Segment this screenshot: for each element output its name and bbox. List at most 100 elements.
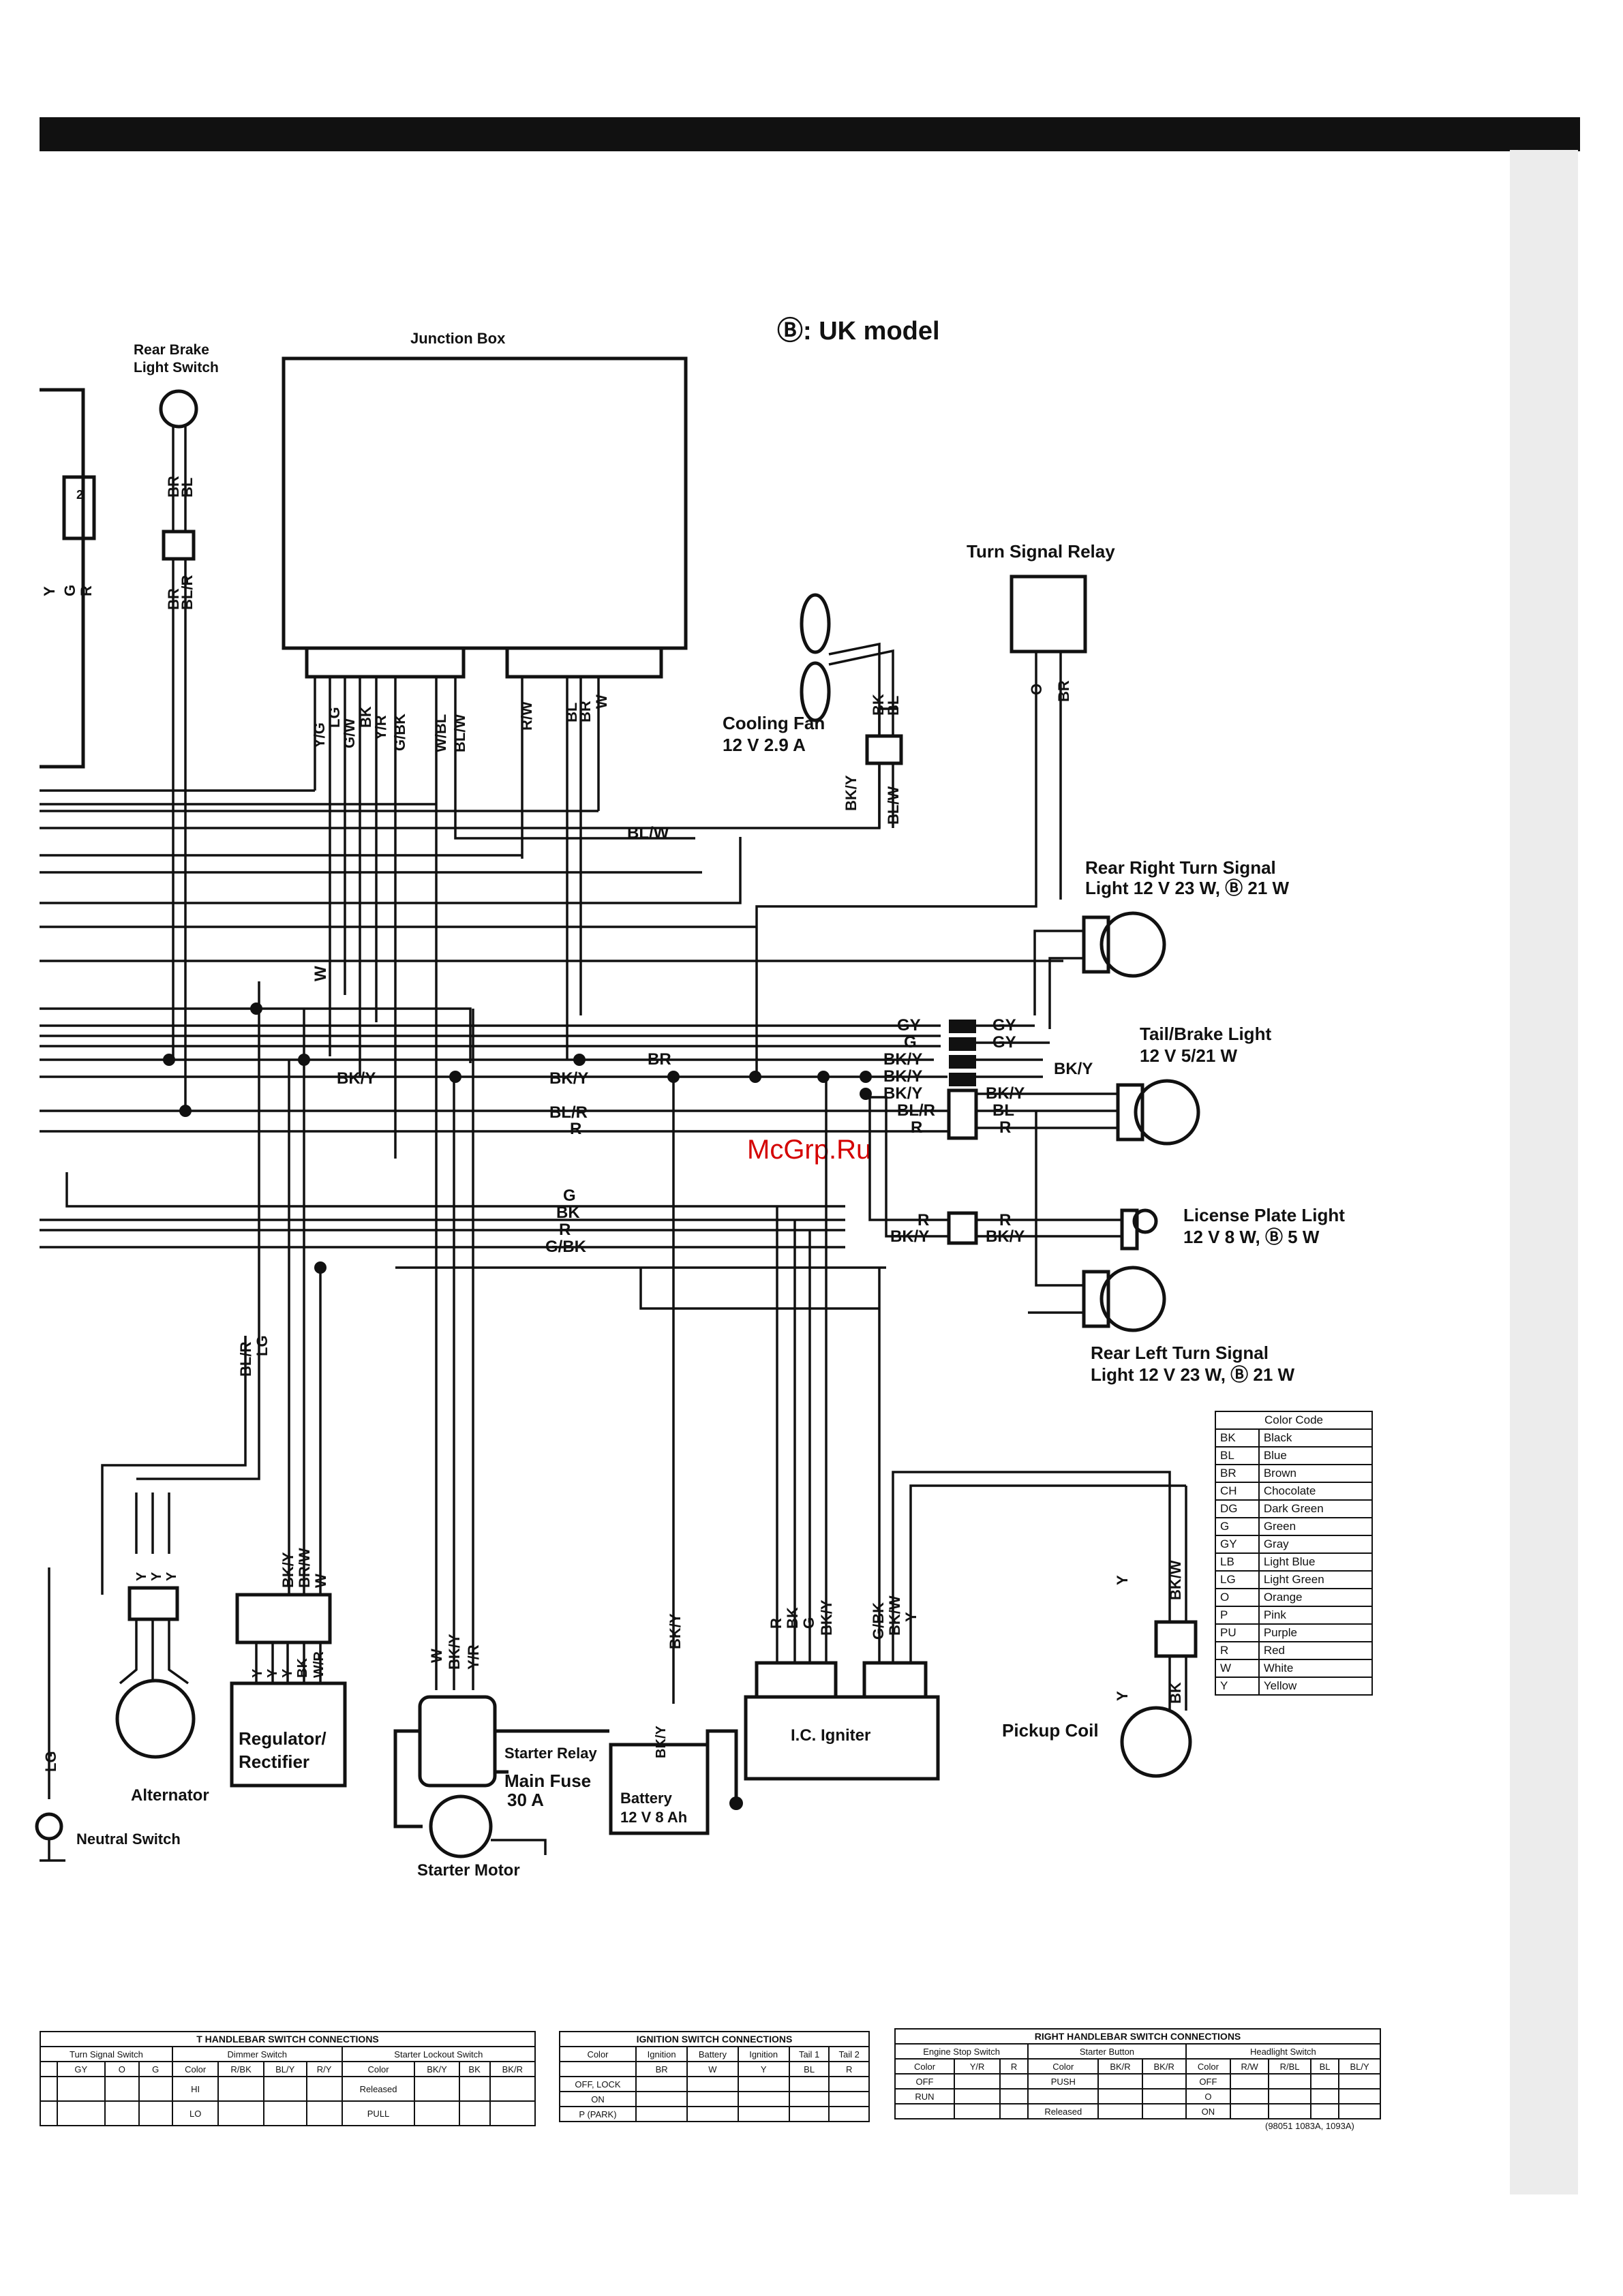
tail-brake-label-2: 12 V 5/21 W: [1140, 1045, 1238, 1066]
main-fuse-label-2: 30 A: [507, 1790, 544, 1810]
svg-text:BL/R: BL/R: [549, 1103, 588, 1122]
svg-text:Y: Y: [134, 1572, 149, 1581]
bl-w-label: BL/W: [627, 824, 669, 842]
turn-signal-relay: [1010, 575, 1087, 654]
svg-text:G/BK: G/BK: [870, 1602, 887, 1640]
table-note: (98051 1083A, 1093A): [1265, 2121, 1354, 2131]
svg-text:G: G: [61, 585, 78, 596]
left-handlebar-table: T HANDLEBAR SWITCH CONNECTIONS Turn Sign…: [40, 2031, 536, 2126]
svg-text:R: R: [768, 1618, 785, 1629]
rear-brake-connector: [162, 530, 196, 561]
color-code-name: Red: [1258, 1641, 1374, 1660]
svg-text:LG: LG: [42, 1751, 59, 1772]
ignition-title: IGNITION SWITCH CONNECTIONS: [559, 2031, 870, 2047]
svg-text:BK/W: BK/W: [886, 1595, 903, 1636]
cooling-fan-label-2: 12 V 2.9 A: [723, 735, 806, 755]
rear-left-turn-label-1: Rear Left Turn Signal: [1091, 1343, 1269, 1363]
svg-text:BK/Y: BK/Y: [883, 1050, 922, 1069]
color-code-abbr: BK: [1215, 1428, 1260, 1448]
pickup-coil-label: Pickup Coil: [1002, 1720, 1099, 1741]
rear-brake-label-2: Light Switch: [134, 360, 219, 376]
svg-text:R: R: [559, 1221, 571, 1239]
ignition-table: IGNITION SWITCH CONNECTIONS Color Igniti…: [559, 2031, 870, 2122]
svg-text:Y: Y: [902, 1612, 920, 1622]
svg-text:G: G: [904, 1033, 917, 1052]
regulator-label-1: Regulator/: [239, 1728, 327, 1749]
license-plate-label-1: License Plate Light: [1183, 1205, 1345, 1225]
svg-text:BL/R: BL/R: [179, 575, 196, 610]
svg-text:G/BK: G/BK: [545, 1238, 587, 1256]
color-code-name: Gray: [1258, 1535, 1374, 1554]
color-code-abbr: GY: [1215, 1535, 1260, 1554]
watermark: McGrp.Ru: [747, 1135, 871, 1165]
color-code-abbr: BR: [1215, 1464, 1260, 1483]
color-code-abbr: G: [1215, 1517, 1260, 1536]
svg-text:BK/Y: BK/Y: [883, 1084, 922, 1103]
junction-box: [282, 356, 688, 650]
color-code-abbr: W: [1215, 1659, 1260, 1678]
svg-text:Y: Y: [280, 1668, 295, 1678]
svg-text:BK/Y: BK/Y: [1054, 1060, 1093, 1078]
svg-text:R: R: [911, 1118, 922, 1137]
svg-text:BK: BK: [357, 706, 374, 728]
svg-text:Y/R: Y/R: [372, 715, 389, 740]
svg-text:BK/Y: BK/Y: [549, 1069, 588, 1088]
jb-left-labels: Y/G LG G/W BK Y/R G/BK W/BL BL/W: [311, 706, 468, 752]
turn-signal-relay-label: Turn Signal Relay: [967, 541, 1115, 562]
svg-text:Y/R: Y/R: [465, 1644, 482, 1670]
license-plate-label-2: 12 V 8 W, Ⓑ 5 W: [1183, 1227, 1320, 1247]
svg-text:Y: Y: [164, 1572, 179, 1581]
rear-left-turn-label-2: Light 12 V 23 W, Ⓑ 21 W: [1091, 1364, 1295, 1385]
junction-box-connector-left: [305, 646, 466, 679]
svg-text:Y/G: Y/G: [311, 722, 328, 748]
svg-text:R: R: [78, 585, 95, 596]
rear-right-turn-label-2: Light 12 V 23 W, Ⓑ 21 W: [1085, 878, 1290, 898]
uk-model-note: Ⓑ: UK model: [777, 317, 940, 346]
junction-box-label: Junction Box: [410, 330, 506, 347]
license-plate-light: [868, 1094, 1158, 1251]
svg-text:R: R: [570, 1120, 581, 1138]
svg-text:BL: BL: [885, 696, 902, 716]
svg-text:BK/Y: BK/Y: [667, 1613, 684, 1649]
battery: [609, 1743, 710, 1835]
svg-text:BL: BL: [179, 478, 196, 498]
color-code-name: Blue: [1258, 1446, 1374, 1465]
neutral-switch-label: Neutral Switch: [76, 1831, 181, 1848]
color-code-name: Brown: [1258, 1464, 1374, 1483]
color-code-name: Orange: [1258, 1588, 1374, 1607]
color-code-name: Yellow: [1258, 1677, 1374, 1696]
alternator-connector: [127, 1586, 179, 1621]
cooling-fan-label-1: Cooling Fan: [723, 713, 825, 733]
starter-motor-label: Starter Motor: [417, 1861, 520, 1880]
cooling-fan: [800, 593, 903, 828]
svg-text:BR: BR: [165, 476, 182, 498]
color-code-name: Dark Green: [1258, 1499, 1374, 1518]
svg-text:BR: BR: [1055, 680, 1072, 702]
svg-text:R/W: R/W: [518, 701, 535, 731]
page-edge: [1510, 150, 1578, 2194]
svg-text:R: R: [917, 1211, 929, 1229]
svg-text:BL: BL: [992, 1101, 1014, 1120]
color-code-abbr: CH: [1215, 1482, 1260, 1501]
color-code-title: Color Code: [1215, 1411, 1373, 1430]
neutral-switch: [35, 1812, 63, 1841]
svg-text:BL/W: BL/W: [885, 786, 902, 825]
main-fuse-label-1: Main Fuse: [504, 1771, 591, 1791]
svg-text:BK/Y: BK/Y: [446, 1634, 463, 1670]
color-code-name: Light Green: [1258, 1570, 1374, 1589]
battery-label-2: 12 V 8 Ah: [620, 1809, 687, 1826]
svg-text:G: G: [800, 1617, 817, 1629]
alternator: [115, 1679, 196, 1759]
header-bar: [40, 117, 1580, 151]
color-code-name: Purple: [1258, 1623, 1374, 1642]
